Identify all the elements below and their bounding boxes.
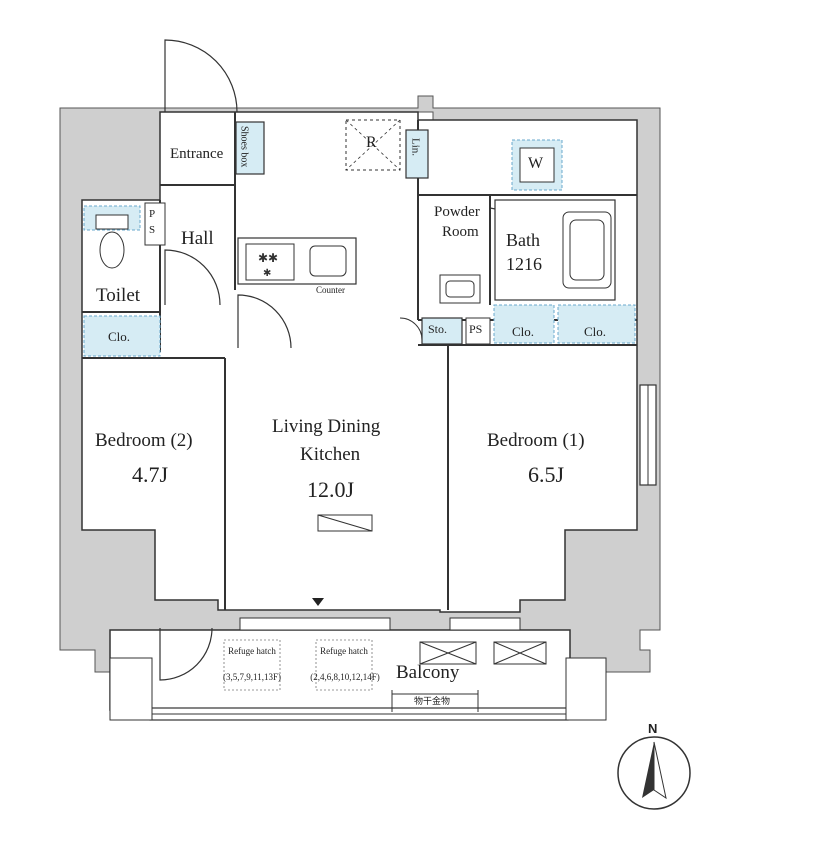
- window-balcony-ldk: [239, 617, 391, 631]
- hall-door: [164, 249, 221, 306]
- clothes-hanger-label: 物干金物: [414, 697, 451, 707]
- entry-arrow-icon: [312, 598, 324, 606]
- refuge-hatch-2: [315, 639, 373, 691]
- balcony-floor: [109, 629, 571, 711]
- sink: [309, 245, 347, 277]
- shoes-box: [235, 121, 265, 175]
- shoes-box-label: Shoes box: [238, 126, 250, 168]
- stove: [245, 243, 295, 281]
- svg-text:✱: ✱: [263, 268, 271, 279]
- window-balcony-b1: [449, 617, 521, 631]
- ldk-size: 12.0J: [307, 477, 355, 502]
- refuge-hatch-1-title: Refuge hatch: [228, 646, 276, 656]
- ps-left-label: P S: [149, 208, 156, 236]
- balcony-wall-right: [565, 657, 607, 721]
- toilet-bowl: [99, 231, 125, 269]
- closet-left-label: Clo.: [108, 329, 131, 344]
- powder-room-label-1: Powder: [434, 204, 480, 220]
- bedroom1-label: Bedroom (1): [487, 430, 585, 451]
- powder-room-label-2: Room: [442, 224, 479, 240]
- closet-right-1: [493, 304, 555, 344]
- toilet-door: [237, 294, 292, 349]
- linen-closet: [405, 129, 429, 179]
- balcony-wall-left: [109, 657, 153, 721]
- refrigerator-space: [345, 119, 401, 171]
- storage-label: Sto.: [428, 322, 448, 336]
- hall-label: Hall: [181, 228, 214, 249]
- ldk-label-2: Kitchen: [300, 444, 361, 465]
- bedroom1-size: 6.5J: [528, 462, 565, 487]
- bath-label: Bath: [506, 230, 540, 250]
- counter-label: Counter: [316, 285, 345, 295]
- ps-left-box: [144, 202, 166, 246]
- storage: [421, 317, 463, 345]
- linen-label: Lin.: [409, 138, 422, 157]
- bedroom2-size: 4.7J: [132, 462, 169, 487]
- refuge-hatch-2-title: Refuge hatch: [320, 646, 368, 656]
- bedroom2-label: Bedroom (2): [95, 430, 193, 451]
- closet-right-2-label: Clo.: [584, 324, 607, 339]
- washer-label: W: [528, 155, 544, 172]
- balcony-door: [159, 627, 213, 681]
- refrigerator-label: R: [366, 134, 377, 151]
- entrance-label: Entrance: [170, 146, 224, 162]
- refuge-hatch-1-floors: (3,5,7,9,11,13F): [223, 672, 281, 682]
- refuge-hatch-1: [223, 639, 281, 691]
- ps-right-label: PS: [469, 322, 483, 336]
- closet-left: [83, 315, 161, 357]
- entrance-door: [164, 39, 238, 113]
- refuge-hatch-2-floors: (2,4,6,8,10,12,14F): [310, 672, 380, 682]
- bath-size-label: 1216: [506, 254, 542, 274]
- toilet-label: Toilet: [96, 285, 141, 306]
- balcony-label: Balcony: [396, 662, 460, 683]
- stove-burner-icon: ✱✱: [258, 251, 278, 265]
- ldk-label-1: Living Dining: [272, 416, 381, 437]
- compass-north-label: N: [648, 721, 658, 736]
- ps-right-box: [465, 317, 491, 345]
- closet-right-1-label: Clo.: [512, 324, 535, 339]
- compass-icon: [617, 736, 691, 810]
- closet-right-2: [557, 304, 636, 344]
